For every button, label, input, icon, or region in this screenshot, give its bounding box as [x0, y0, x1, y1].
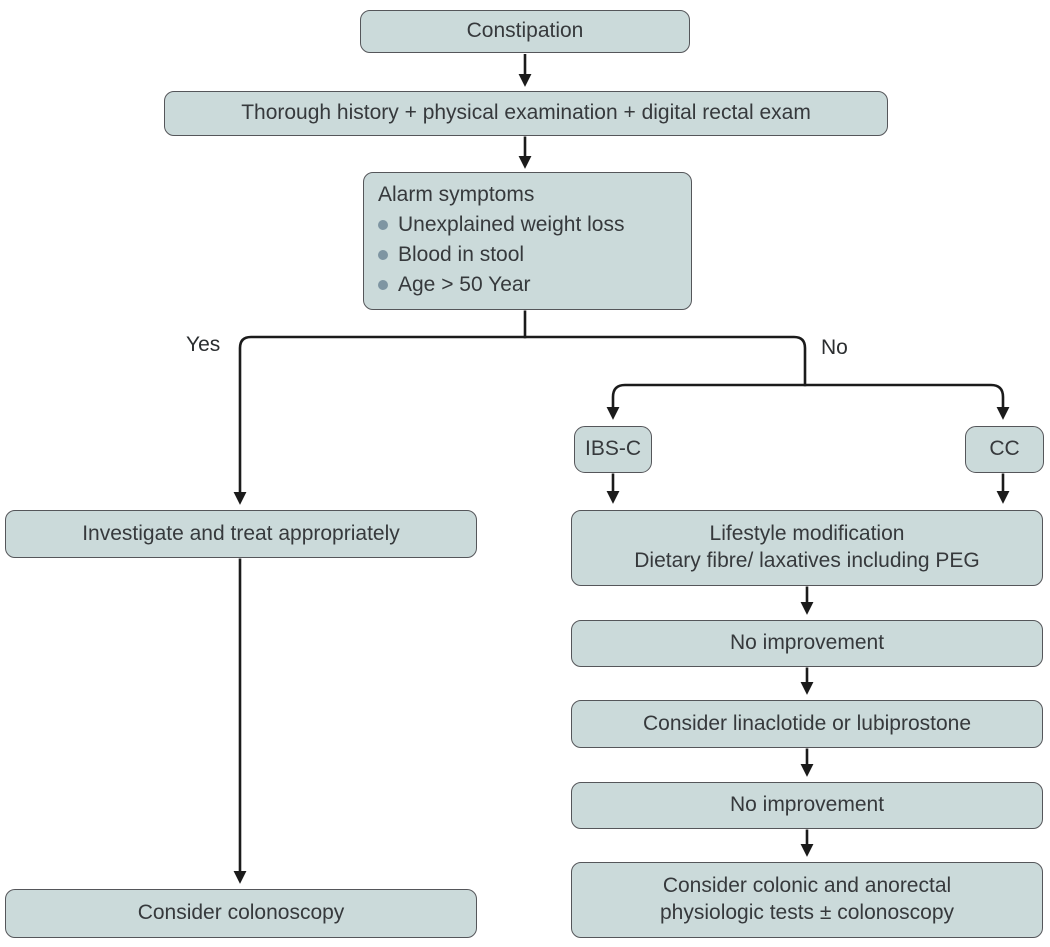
node-physiologic-tests: Consider colonic and anorectal physiolog…	[571, 862, 1043, 938]
alarm-symptom-text: Blood in stool	[398, 243, 525, 267]
node-constipation: Constipation	[360, 10, 690, 53]
edge-split-ibsc	[606, 383, 805, 420]
node-physiologic-line2: physiologic tests ± colonoscopy	[659, 901, 954, 924]
alarm-symptom-text: Unexplained weight loss	[398, 213, 625, 237]
node-linaclotide-lubiprostone-label: Consider linaclotide or lubiprostone	[642, 711, 972, 735]
bullet-icon	[378, 250, 388, 261]
node-no-improvement-1-label: No improvement	[729, 631, 885, 655]
alarm-symptoms-title: Alarm symptoms	[378, 182, 535, 206]
node-history-exam-label: Thorough history + physical examination …	[241, 101, 811, 125]
node-lifestyle-modification: Lifestyle modification Dietary fibre/ la…	[571, 510, 1043, 586]
alarm-symptom-item: Blood in stool	[378, 240, 624, 270]
alarm-symptoms-list: Unexplained weight loss Blood in stool A…	[378, 210, 624, 300]
branch-label-yes: Yes	[186, 333, 221, 356]
node-consider-colonoscopy-label: Consider colonoscopy	[137, 901, 345, 925]
alarm-symptom-item: Age > 50 Year	[378, 270, 624, 300]
node-no-improvement-2-label: No improvement	[729, 793, 885, 817]
edge-split-cc	[805, 383, 1010, 420]
node-lifestyle-line2: Dietary fibre/ laxatives including PEG	[634, 549, 980, 572]
node-ibs-c-label: IBS-C	[584, 437, 641, 461]
node-physiologic-line1: Consider colonic and anorectal	[662, 874, 952, 898]
edge-branch-no	[525, 335, 807, 387]
bullet-icon	[378, 220, 388, 231]
edge-branch-yes	[233, 335, 525, 505]
branch-label-no: No	[821, 336, 848, 359]
node-history-exam: Thorough history + physical examination …	[164, 91, 888, 136]
node-no-improvement-1: No improvement	[571, 620, 1043, 667]
node-constipation-label: Constipation	[466, 19, 584, 43]
node-lifestyle-line1: Lifestyle modification	[709, 522, 905, 546]
alarm-symptom-text: Age > 50 Year	[398, 273, 531, 297]
bullet-icon	[378, 280, 388, 291]
alarm-symptom-item: Unexplained weight loss	[378, 210, 624, 240]
node-investigate-treat: Investigate and treat appropriately	[5, 510, 477, 558]
node-cc: CC	[965, 426, 1044, 473]
node-investigate-treat-label: Investigate and treat appropriately	[82, 521, 400, 545]
node-alarm-symptoms: Alarm symptoms Unexplained weight loss B…	[363, 172, 692, 310]
node-ibs-c: IBS-C	[574, 426, 652, 473]
node-consider-colonoscopy: Consider colonoscopy	[5, 889, 477, 938]
node-cc-label: CC	[989, 437, 1020, 461]
node-linaclotide-lubiprostone: Consider linaclotide or lubiprostone	[571, 700, 1043, 748]
node-no-improvement-2: No improvement	[571, 782, 1043, 829]
